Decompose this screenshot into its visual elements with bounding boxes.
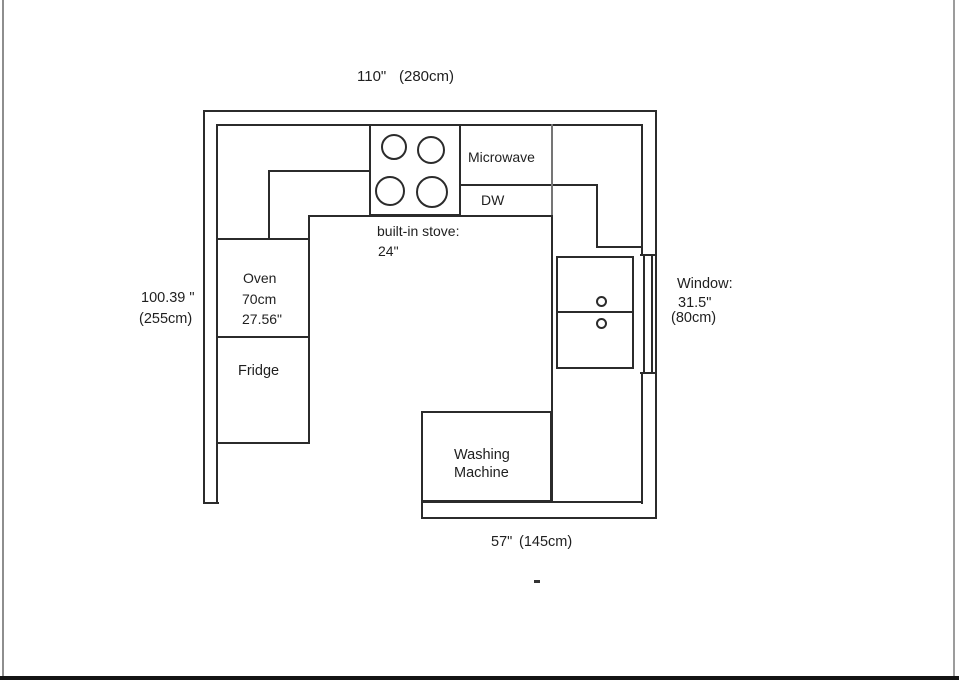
left-dimension-cm: (255cm) — [139, 311, 193, 327]
window-label: Window: — [677, 276, 733, 292]
counter-edge-center-right — [551, 215, 553, 503]
counter-edge-right-h — [596, 246, 643, 248]
stove-label-line2: 24" — [378, 243, 399, 259]
bottom-dimension-inches: 57" — [491, 534, 513, 550]
counter-edge-right-v — [596, 184, 598, 248]
washing-machine-label-line1: Washing — [454, 447, 510, 463]
washing-machine-box — [421, 411, 552, 502]
window-inches: 31.5" — [678, 295, 712, 311]
wall-outer-right — [655, 110, 657, 519]
wall-outer-bottom — [421, 517, 657, 519]
window-cm: (80cm) — [671, 310, 717, 326]
top-dimension-inches: 110" — [357, 68, 387, 85]
left-edge-line — [2, 0, 4, 680]
cabinet-knob-top-icon — [596, 296, 607, 307]
cabinet-divider — [556, 311, 634, 313]
cabinet-knob-bottom-icon — [596, 318, 607, 329]
counter-divider-microwave-right — [551, 124, 553, 216]
fridge-label: Fridge — [238, 363, 280, 379]
window-cap-top — [640, 254, 656, 256]
burner-bottom-left-icon — [375, 176, 405, 206]
window-cap-bottom — [640, 372, 656, 374]
burner-top-left-icon — [381, 134, 407, 160]
counter-edge-microwave-bottom — [459, 184, 598, 186]
oven-label-line2: 70cm — [242, 291, 277, 307]
window-glass-right — [651, 254, 653, 374]
oven-label-line3: 27.56" — [242, 311, 283, 327]
counter-edge-top-left-h — [268, 170, 370, 172]
left-dimension-inches: 100.39 " — [141, 290, 195, 306]
stove-label-line1: built-in stove: — [377, 223, 460, 239]
fridge-box — [216, 336, 310, 444]
dishwasher-label: DW — [481, 192, 505, 208]
bottom-edge-line — [0, 676, 959, 680]
wall-outer-top — [203, 110, 657, 112]
microwave-label: Microwave — [468, 149, 535, 165]
counter-edge-center-top — [308, 215, 553, 217]
window-glass-left — [643, 254, 645, 374]
burner-bottom-right-icon — [416, 176, 448, 208]
stray-mark — [534, 580, 540, 583]
counter-edge-top-left-v — [268, 170, 270, 240]
wall-outer-left — [203, 110, 205, 504]
wall-inner-bottom — [421, 501, 643, 503]
top-dimension-cm: (280cm) — [399, 68, 455, 85]
washing-machine-label-line2: Machine — [454, 465, 509, 481]
oven-label-line1: Oven — [243, 270, 277, 286]
bottom-dimension-cm: (145cm) — [519, 534, 573, 550]
wall-left-end-cap — [203, 502, 219, 504]
stove-cooktop-box — [369, 124, 461, 216]
burner-top-right-icon — [417, 136, 445, 164]
right-edge-line — [953, 0, 955, 680]
